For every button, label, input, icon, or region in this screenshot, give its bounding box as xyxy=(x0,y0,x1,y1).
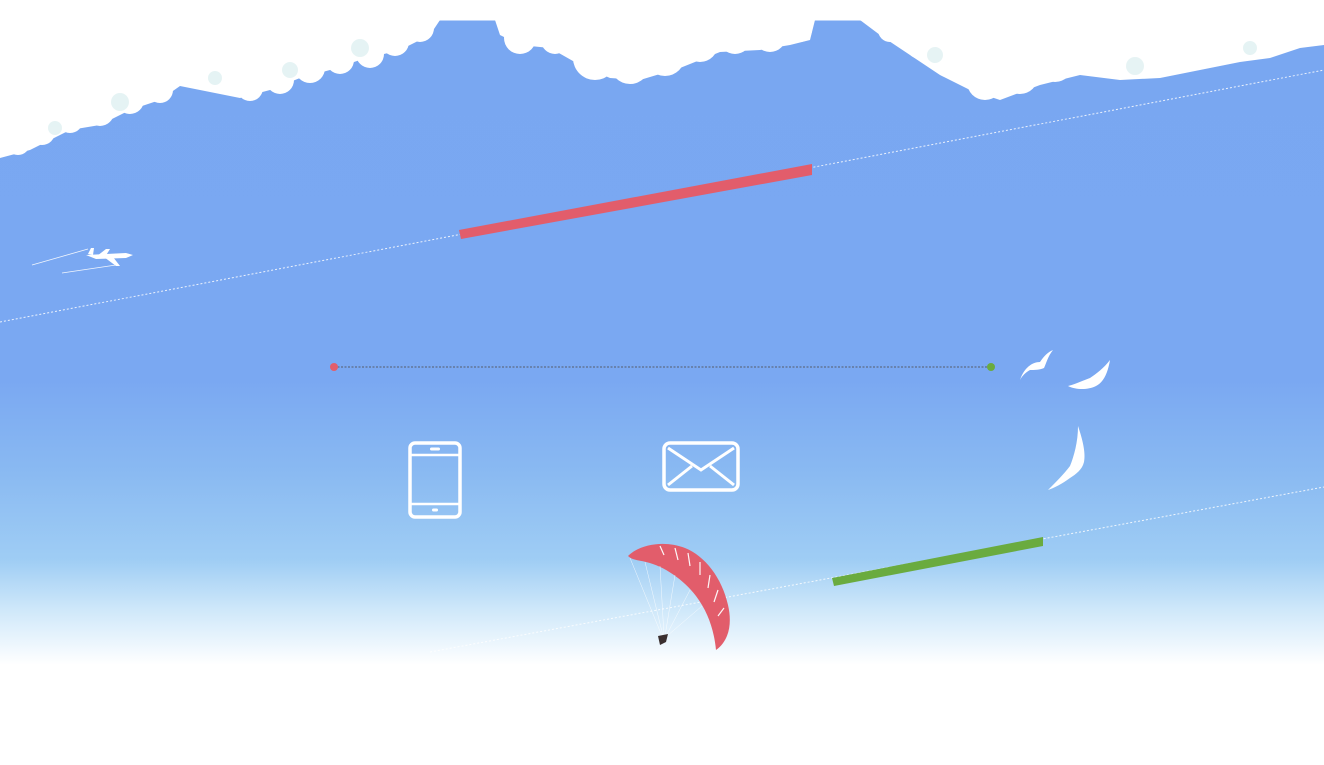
envelope-icon[interactable] xyxy=(660,440,742,494)
lower-flight-path xyxy=(429,486,1324,653)
bird-icon-3 xyxy=(1048,426,1085,490)
red-progress-bar xyxy=(459,164,812,239)
connector-start-dot xyxy=(330,363,338,371)
green-progress-bar xyxy=(832,537,1043,586)
bird-icon-2 xyxy=(1068,360,1110,389)
connector-end-dot xyxy=(987,363,995,371)
phone-icon[interactable] xyxy=(405,440,465,520)
bird-icon-1 xyxy=(1020,350,1053,380)
